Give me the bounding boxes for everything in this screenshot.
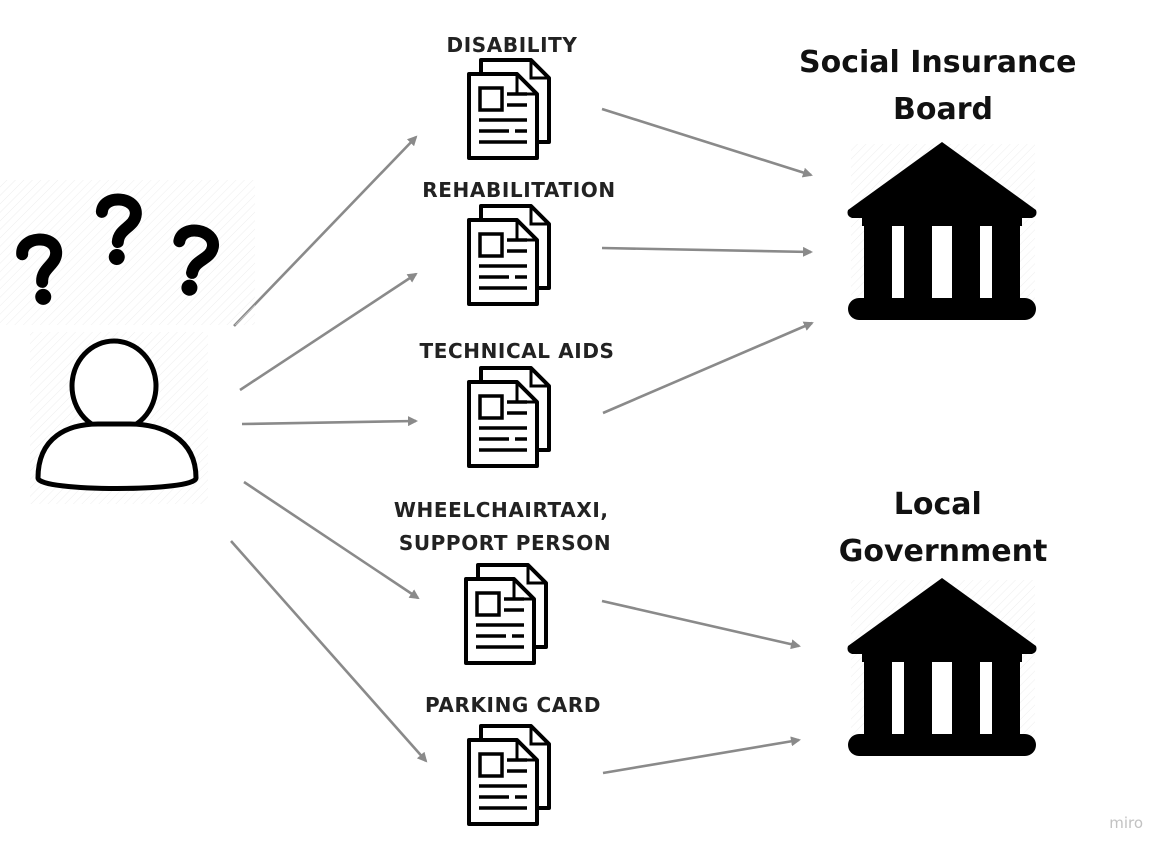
arrow-user-to-rehabilitation: [239, 272, 418, 392]
watermark: miro: [1109, 814, 1143, 832]
document-parking-card: PARKING CARD: [425, 693, 601, 826]
document-icon: [467, 58, 551, 160]
document-label: DISABILITY: [447, 33, 578, 57]
document-icon: [467, 204, 551, 306]
document-technical-aids: TECHNICAL AIDS: [419, 339, 614, 468]
arrow-user-to-disability: [233, 135, 418, 327]
document-label: TECHNICAL AIDS: [419, 339, 614, 363]
document-label-line: REHABILITATION: [422, 178, 615, 202]
agency-local-government: Local Government: [839, 487, 1048, 756]
user-icon: [30, 332, 208, 504]
document-label-line: TECHNICAL AIDS: [419, 339, 614, 363]
document-label: REHABILITATION: [422, 178, 615, 202]
question-mark-icon: [95, 193, 142, 265]
document-rehabilitation: REHABILITATION: [422, 178, 615, 306]
document-label-line: PARKING CARD: [425, 693, 601, 717]
agency-label-line: Social Insurance: [799, 45, 1077, 80]
arrow-wheelchair-taxi-to-local-government: [601, 599, 801, 650]
document-wheelchair-taxi: WHEELCHAIRTAXI, SUPPORT PERSON: [394, 498, 616, 665]
agency-social-insurance-board: Social Insurance Board: [799, 45, 1087, 320]
arrow-disability-to-social-insurance-board: [601, 107, 813, 178]
government-building-icon: [847, 578, 1037, 756]
arrow-user-to-technical-aids: [241, 416, 418, 427]
document-icon: [464, 563, 548, 665]
question-mark-icon: [16, 233, 63, 305]
arrow-user-to-wheelchair-taxi: [243, 480, 420, 600]
confusion-group: [0, 180, 255, 325]
agency-label: Social Insurance Board: [799, 45, 1087, 127]
agency-label-line: Board: [893, 92, 993, 127]
document-label-line: DISABILITY: [447, 33, 578, 57]
government-building-icon: [847, 142, 1037, 320]
arrow-technical-aids-to-social-insurance-board: [602, 321, 814, 415]
document-icon: [467, 724, 551, 826]
agency-label-line: Local: [894, 487, 982, 522]
document-label: PARKING CARD: [425, 693, 601, 717]
connections: [230, 107, 814, 775]
document-icon: [467, 366, 551, 468]
agency-label-line: Government: [839, 534, 1048, 569]
document-label: WHEELCHAIRTAXI, SUPPORT PERSON: [394, 498, 616, 555]
arrow-rehabilitation-to-social-insurance-board: [601, 246, 813, 257]
document-label-line: SUPPORT PERSON: [399, 531, 611, 555]
document-label-line: WHEELCHAIRTAXI,: [394, 498, 609, 522]
arrow-parking-card-to-local-government: [602, 736, 801, 775]
agency-label: Local Government: [839, 487, 1048, 569]
document-disability: DISABILITY: [447, 33, 578, 160]
arrow-user-to-parking-card: [230, 540, 428, 763]
question-mark-icon: [173, 224, 219, 296]
